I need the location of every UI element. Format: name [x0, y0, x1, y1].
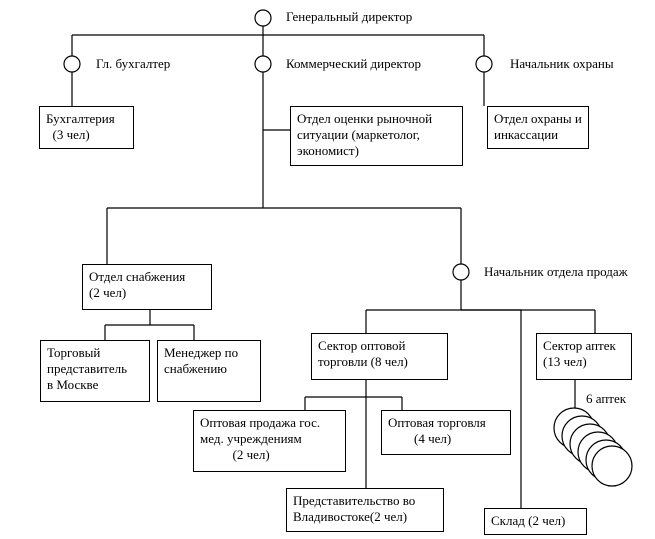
- head-of-security-node: [475, 55, 493, 73]
- moscow-rep-box: Торговый представитель в Москве: [40, 340, 150, 402]
- chief-accountant-node: [63, 55, 81, 73]
- commercial-director-node: [254, 55, 272, 73]
- pharmacies-count-label: 6 аптек: [586, 391, 627, 406]
- general-director-node: [254, 9, 272, 27]
- state-wholesale-box: Оптовая продажа гос. мед. учреждениям (2…: [193, 410, 346, 472]
- commercial-director-label: Коммерческий директор: [286, 56, 422, 71]
- wholesale-sector-box: Сектор оптовой торговли (8 чел): [311, 333, 448, 380]
- warehouse-box: Склад (2 чел): [484, 508, 587, 535]
- head-of-sales-label: Начальник отдела продаж: [484, 264, 628, 279]
- supply-manager-box: Менеджер по снабжению: [157, 340, 261, 402]
- general-director-label: Генеральный директор: [286, 9, 413, 24]
- pharmacy-circle: [591, 445, 633, 487]
- chief-accountant-label: Гл. бухгалтер: [96, 56, 171, 71]
- pharmacy-sector-box: Сектор аптек (13 чел): [536, 333, 632, 380]
- supply-dept-box: Отдел снабжения (2 чел): [82, 264, 212, 310]
- connector: [461, 309, 522, 508]
- head-of-sales-node: [452, 263, 470, 281]
- vladivostok-office-box: Представительство во Владивостоке(2 чел): [286, 488, 444, 532]
- security-dept-box: Отдел охраны и инкассации: [487, 106, 589, 149]
- head-of-security-label: Начальник охраны: [510, 56, 614, 71]
- market-research-box: Отдел оценки рыночной ситуации (маркетол…: [290, 106, 463, 166]
- accounting-box: Бухгалтерия (3 чел): [39, 106, 134, 149]
- wholesale-trade-box: Оптовая торговля (4 чел): [381, 410, 511, 455]
